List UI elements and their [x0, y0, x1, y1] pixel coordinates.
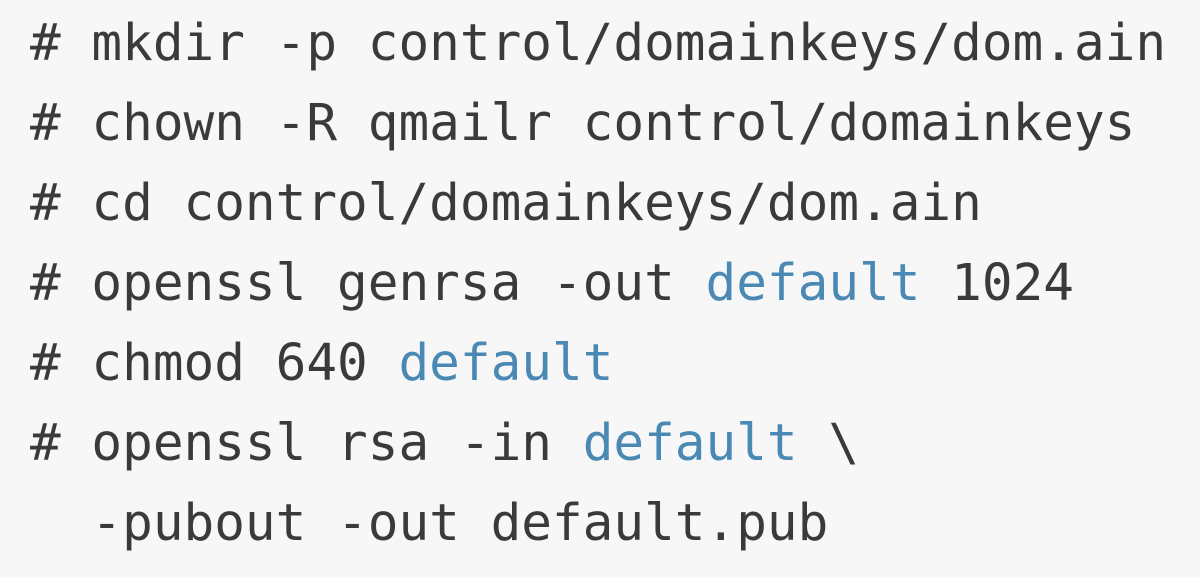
code-line: # chmod 640 default [30, 324, 1200, 404]
code-token: 1024 [920, 254, 1074, 313]
code-token-highlight: default [705, 254, 921, 313]
code-token: # cd control/domainkeys/dom.ain [30, 174, 982, 233]
code-line: # cd control/domainkeys/dom.ain [30, 164, 1200, 244]
code-token: -pubout -out default.pub [30, 494, 829, 553]
code-token: # mkdir -p control/domainkeys/dom.ain [30, 14, 1167, 73]
code-token: # chmod 640 [30, 334, 399, 393]
code-line: # mkdir -p control/domainkeys/dom.ain [30, 4, 1200, 84]
code-token-highlight: default [582, 414, 798, 473]
code-line: # openssl rsa -in default \ [30, 404, 1200, 484]
code-line: -pubout -out default.pub [30, 484, 1200, 564]
code-token: # chown -R qmailr control/domainkeys [30, 94, 1136, 153]
code-token: # openssl rsa -in [30, 414, 583, 473]
code-token: # openssl genrsa -out [30, 254, 706, 313]
code-line: # chown -R qmailr control/domainkeys [30, 84, 1200, 164]
code-token: \ [797, 414, 860, 473]
code-line: # openssl genrsa -out default 1024 [30, 244, 1200, 324]
code-block: # mkdir -p control/domainkeys/dom.ain # c… [30, 4, 1200, 564]
code-token-highlight: default [398, 334, 614, 393]
